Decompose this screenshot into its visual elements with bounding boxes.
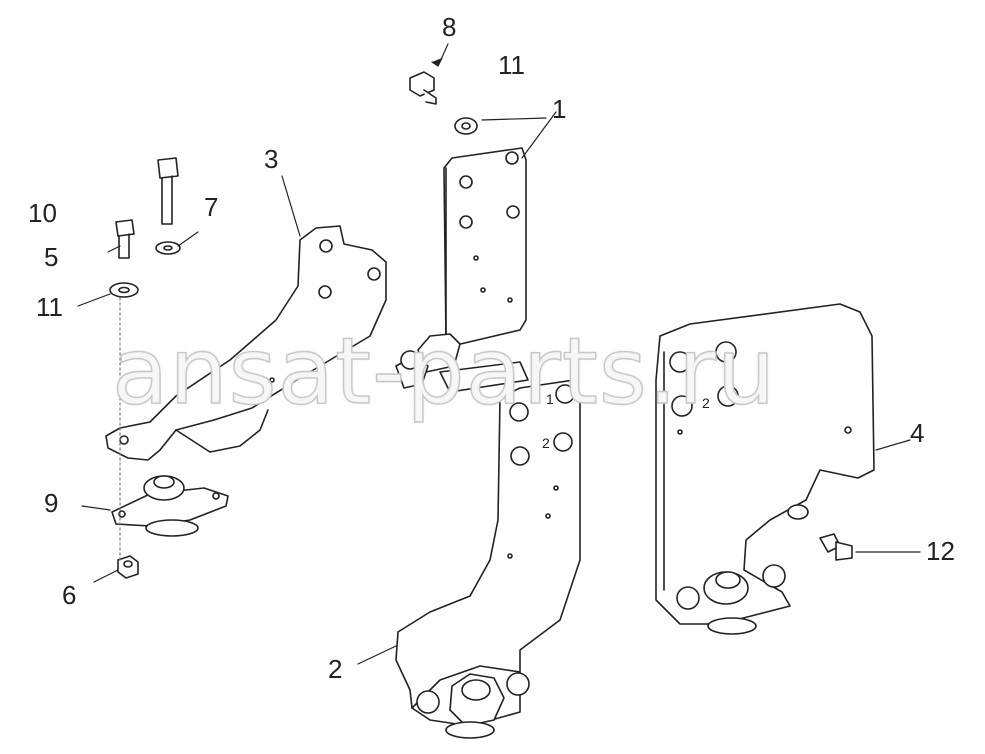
callout-1: 1	[552, 94, 567, 124]
callout-12: 12	[926, 536, 955, 566]
leader-lines	[77, 43, 921, 665]
callout-2: 2	[328, 654, 343, 684]
bracket-1	[395, 147, 529, 393]
inline-mark-2: 2	[542, 435, 550, 451]
bracket-4	[655, 303, 875, 635]
inline-mark-3: 2	[702, 395, 710, 411]
callout-11-top: 11	[498, 50, 525, 80]
washer-11-left	[109, 282, 139, 298]
callout-8: 8	[442, 12, 457, 42]
watermark-text: ansat-parts.ru	[111, 317, 777, 425]
callout-11-left: 11	[36, 292, 63, 322]
bolt-5	[115, 219, 135, 259]
callout-9: 9	[44, 488, 59, 518]
bolt-8	[409, 71, 437, 105]
callout-10: 10	[28, 198, 57, 228]
washer-11-top	[454, 117, 478, 135]
mount-9	[111, 475, 229, 537]
callout-4: 4	[910, 418, 925, 448]
callout-5: 5	[44, 242, 59, 272]
nut-6	[117, 555, 139, 579]
bracket-2	[395, 379, 581, 739]
inline-mark-1: 1	[546, 391, 554, 407]
bolt-10	[157, 157, 179, 225]
callout-6: 6	[62, 580, 77, 610]
bolt-12	[819, 533, 853, 561]
callout-3: 3	[264, 144, 279, 174]
callout-7: 7	[204, 192, 219, 222]
washer-7	[155, 241, 181, 255]
